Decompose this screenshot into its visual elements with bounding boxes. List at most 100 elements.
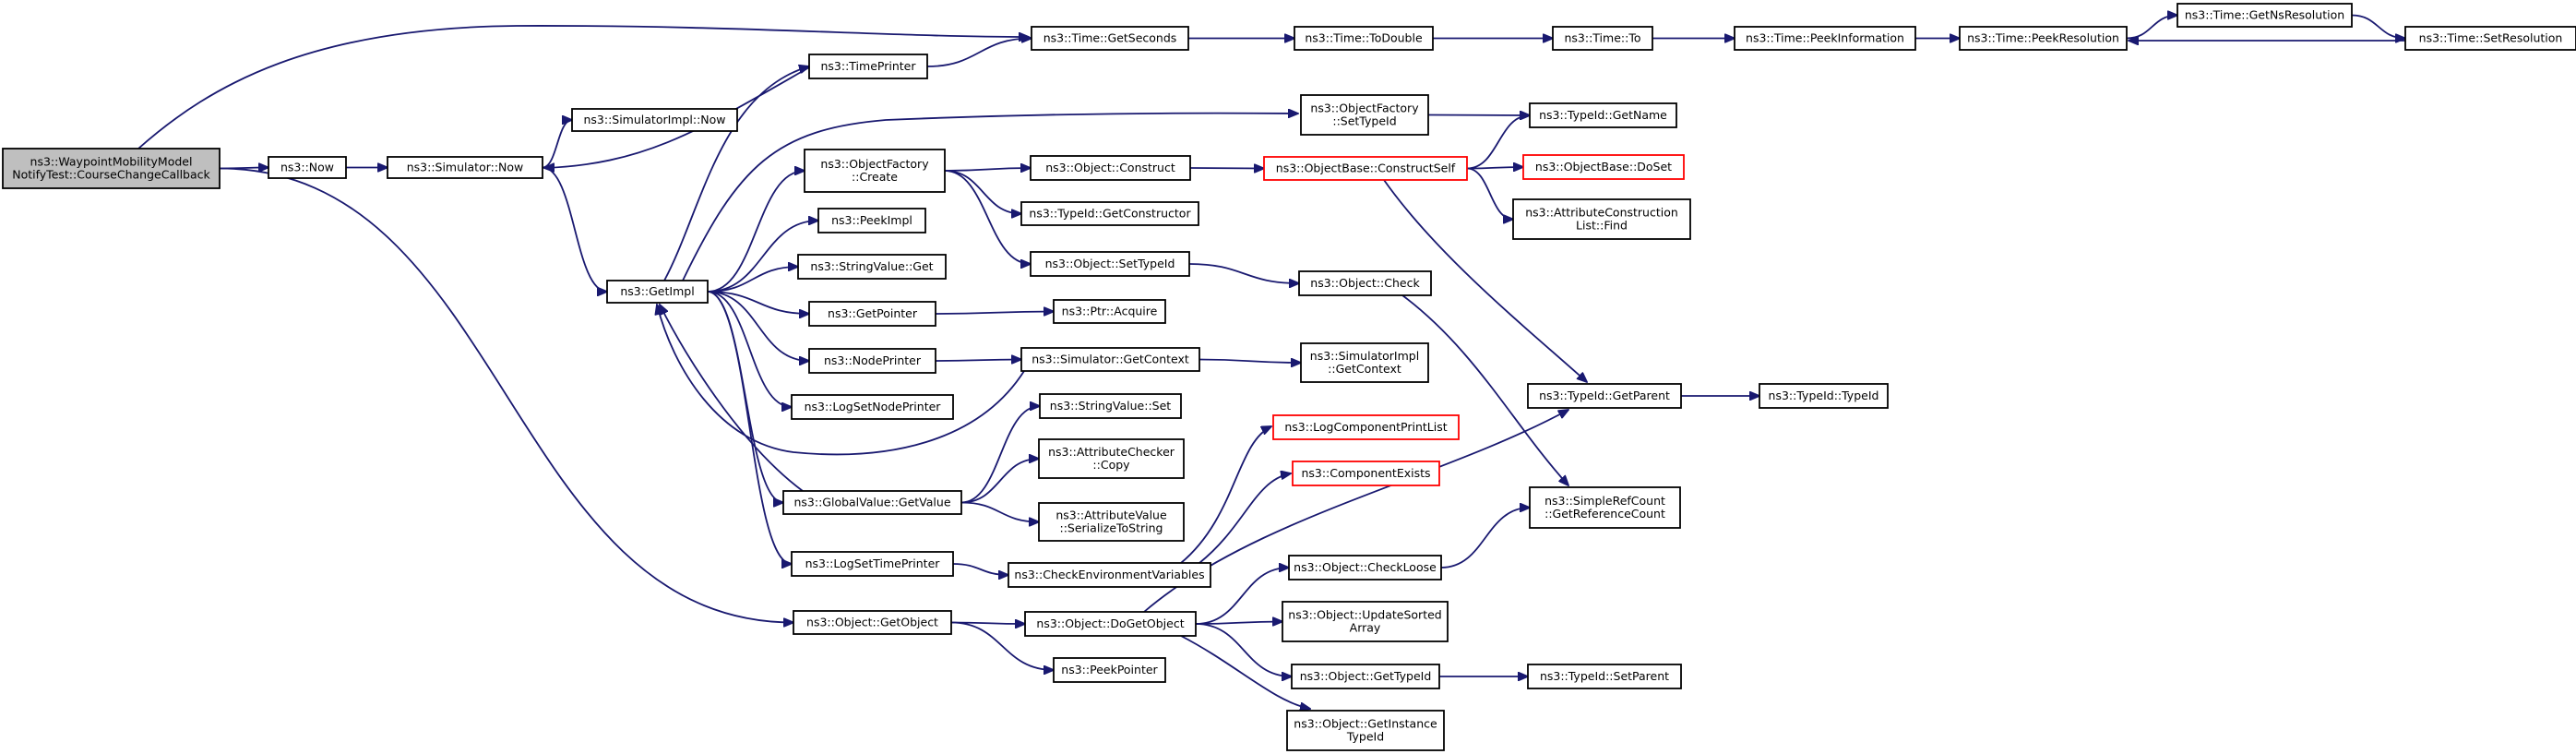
node-getimpl[interactable]: ns3::GetImpl: [606, 280, 709, 304]
node-simimplgetcontext[interactable]: ns3::SimulatorImpl::GetContext: [1300, 342, 1429, 383]
node-box: [1020, 347, 1200, 372]
node-label: ns3::TypeId::GetParent: [1539, 389, 1670, 402]
edge-checkenvvars-to-logcompprintlist: [1180, 426, 1271, 564]
node-peekimpl[interactable]: ns3::PeekImpl: [817, 208, 926, 233]
edge-path: [1427, 115, 1530, 116]
node-label: ns3::Object::GetObject: [806, 616, 938, 629]
node-doset[interactable]: ns3::ObjectBase::DoSet: [1522, 154, 1685, 180]
node-simimplnow[interactable]: ns3::SimulatorImpl::Now: [571, 108, 738, 132]
edge-getimpl-to-timeprinter: [663, 66, 809, 281]
node-objcheck[interactable]: ns3::Object::Check: [1298, 270, 1432, 296]
edge-simgetcontext-to-simimplgetcontext: [1199, 360, 1301, 364]
node-peekinfo[interactable]: ns3::Time::PeekInformation: [1734, 26, 1916, 51]
edge-path: [944, 170, 1031, 264]
node-box: [1529, 102, 1677, 128]
node-label: ns3::Now: [280, 161, 334, 174]
node-root[interactable]: ns3::WaypointMobilityModelNotifyTest::Co…: [2, 148, 221, 189]
node-timeprinter[interactable]: ns3::TimePrinter: [808, 54, 928, 79]
node-getseconds[interactable]: ns3::Time::GetSeconds: [1031, 26, 1189, 51]
edge-objfactsettypeid-to-typeidgetname: [1427, 115, 1530, 116]
edge-objcheck-to-simplerefcount: [1401, 294, 1568, 485]
edge-root-to-objgetobject: [219, 167, 793, 623]
node-strvalget[interactable]: ns3::StringValue::Get: [797, 254, 947, 280]
edge-path: [1195, 623, 1292, 676]
node-objfactsettypeid[interactable]: ns3::ObjectFactory::SetTypeId: [1300, 94, 1429, 136]
node-label: ns3::ObjectFactory: [1310, 102, 1419, 115]
node-simplerefcount[interactable]: ns3::SimpleRefCount::GetReferenceCount: [1529, 486, 1681, 529]
node-globalvalget[interactable]: ns3::GlobalValue::GetValue: [782, 490, 962, 515]
edge-path: [1189, 168, 1264, 169]
node-nodeprinter[interactable]: ns3::NodePrinter: [808, 348, 936, 374]
edge-globalvalget-to-getimpl: [660, 305, 804, 492]
node-label: ns3::Time::To: [1565, 31, 1641, 45]
node-box: [1527, 664, 1682, 689]
node-box: [793, 610, 952, 635]
edge-path: [707, 267, 798, 293]
edge-path: [544, 66, 810, 168]
node-box: [1300, 342, 1429, 383]
node-typeidgetconstructor[interactable]: ns3::TypeId::GetConstructor: [1020, 201, 1199, 226]
node-compexists[interactable]: ns3::ComponentExists: [1292, 461, 1440, 486]
node-objgetobject[interactable]: ns3::Object::GetObject: [793, 610, 952, 635]
node-label: ns3::Object::GetTypeId: [1300, 669, 1432, 683]
edge-path: [944, 168, 1031, 171]
edge-path: [935, 360, 1021, 362]
node-timeto[interactable]: ns3::Time::To: [1552, 26, 1653, 51]
node-strvalset[interactable]: ns3::StringValue::Set: [1039, 393, 1182, 419]
node-typeidgetname[interactable]: ns3::TypeId::GetName: [1529, 102, 1677, 128]
node-getnsres[interactable]: ns3::Time::GetNsResolution: [2176, 3, 2353, 28]
node-todouble[interactable]: ns3::Time::ToDouble: [1294, 26, 1434, 51]
edge-path: [2351, 14, 2405, 39]
node-label: ::GetReferenceCount: [1544, 507, 1665, 521]
node-objdogetobject[interactable]: ns3::Object::DoGetObject: [1024, 611, 1197, 637]
edge-objfactcreate-to-objsettypeid: [944, 170, 1031, 264]
node-objcheckloose[interactable]: ns3::Object::CheckLoose: [1288, 555, 1442, 580]
node-now[interactable]: ns3::Now: [268, 156, 347, 179]
node-constructself[interactable]: ns3::ObjectBase::ConstructSelf: [1263, 156, 1468, 181]
node-label: ns3::Object::DoGetObject: [1036, 616, 1184, 630]
node-box: [1286, 710, 1445, 751]
node-label: ns3::TypeId::GetConstructor: [1029, 207, 1191, 221]
node-objsettypeid[interactable]: ns3::Object::SetTypeId: [1030, 251, 1190, 277]
node-label: ns3::WaypointMobilityModel: [30, 155, 193, 169]
node-checkenvvars[interactable]: ns3::CheckEnvironmentVariables: [1008, 562, 1211, 588]
node-label: ns3::StringValue::Get: [810, 259, 933, 273]
node-peekpointer[interactable]: ns3::PeekPointer: [1053, 657, 1166, 683]
edge-path: [952, 563, 1008, 575]
node-logsetnodeprinter[interactable]: ns3::LogSetNodePrinter: [791, 394, 954, 420]
edge-path: [2126, 16, 2177, 40]
edge-getimpl-to-objfactsettypeid: [682, 114, 1298, 281]
node-label: ns3::LogSetTimePrinter: [805, 557, 941, 570]
edge-objconstruct-to-constructself: [1189, 168, 1264, 169]
node-attrcheckercopy[interactable]: ns3::AttributeChecker::Copy: [1038, 438, 1185, 479]
node-label: ns3::StringValue::Set: [1050, 399, 1171, 413]
edge-getimpl-to-objfactcreate: [707, 171, 805, 293]
node-attrvalserialize[interactable]: ns3::AttributeValue::SerializeToString: [1038, 502, 1185, 542]
node-typeidsetparent[interactable]: ns3::TypeId::SetParent: [1527, 664, 1682, 689]
node-simnow[interactable]: ns3::Simulator::Now: [387, 156, 543, 179]
node-objfactcreate[interactable]: ns3::ObjectFactory::Create: [804, 149, 946, 193]
node-objconstruct[interactable]: ns3::Object::Construct: [1030, 155, 1191, 181]
node-simgetcontext[interactable]: ns3::Simulator::GetContext: [1020, 347, 1200, 372]
node-typeidtypeid[interactable]: ns3::TypeId::TypeId: [1759, 383, 1889, 409]
node-logcompprintlist[interactable]: ns3::LogComponentPrintList: [1272, 414, 1460, 440]
edge-path: [682, 114, 1298, 281]
node-getpointer[interactable]: ns3::GetPointer: [808, 301, 936, 327]
node-setres[interactable]: ns3::Time::SetResolution: [2404, 26, 2576, 51]
node-logsettimeprinter[interactable]: ns3::LogSetTimePrinter: [791, 551, 954, 577]
node-ptracquire[interactable]: ns3::Ptr::Acquire: [1053, 299, 1166, 324]
edge-path: [926, 39, 1032, 67]
node-box: [1053, 299, 1166, 324]
edge-path: [1466, 167, 1523, 169]
node-peekres[interactable]: ns3::Time::PeekResolution: [1959, 26, 2128, 51]
node-label: ns3::PeekPointer: [1061, 663, 1158, 676]
node-typeidgetparent[interactable]: ns3::TypeId::GetParent: [1527, 383, 1682, 409]
edges-layer: [137, 14, 2405, 710]
node-box: [2404, 26, 2576, 51]
node-objgettypeid[interactable]: ns3::Object::GetTypeId: [1291, 664, 1440, 689]
edge-path: [1180, 635, 1310, 709]
node-label: ns3::Object::Construct: [1045, 161, 1175, 174]
